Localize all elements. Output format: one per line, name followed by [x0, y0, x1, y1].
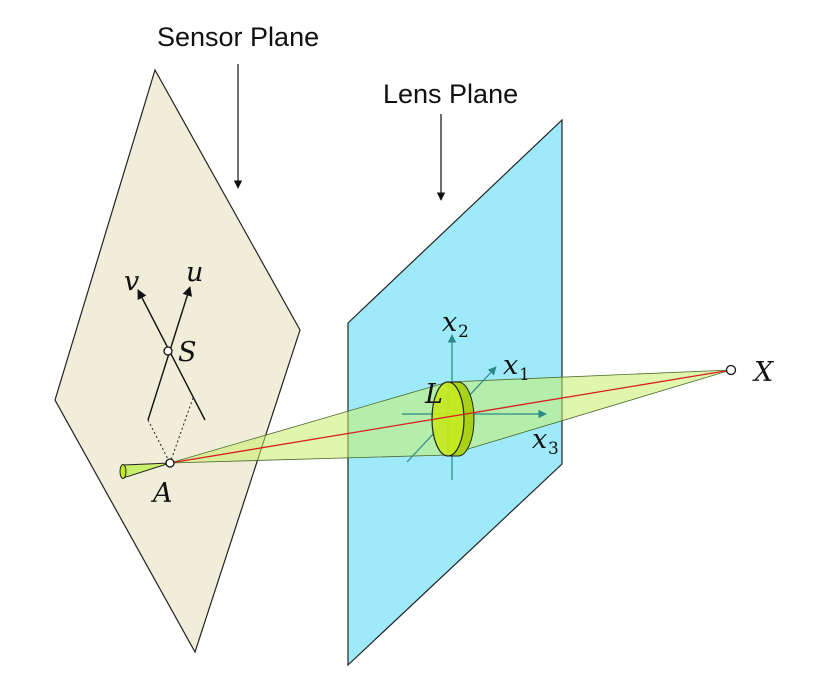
a-label: A [150, 478, 173, 509]
v-axis [137, 289, 206, 421]
svg-text:3: 3 [548, 439, 559, 459]
principal-ray [169, 369, 732, 464]
svg-text:x: x [442, 307, 457, 338]
x-point-label: X [752, 357, 775, 388]
point-x [725, 364, 737, 376]
u-label: u [186, 257, 203, 288]
x2-label: x 2 [442, 307, 469, 342]
v-label: v [124, 266, 139, 297]
x3-label: x 3 [532, 424, 559, 459]
svg-text:1: 1 [519, 365, 530, 385]
l-label: L [424, 379, 443, 410]
point-a [165, 458, 175, 468]
svg-text:x: x [532, 424, 547, 455]
x1-label: x 1 [503, 350, 530, 385]
svg-text:x: x [503, 350, 518, 381]
light-cone-object-side [447, 369, 732, 456]
pixel-cone-base [119, 464, 127, 479]
sensor-plane-label: Sensor Plane [157, 22, 319, 52]
point-s [163, 346, 173, 356]
projection-line-u [147, 419, 171, 464]
svg-text:2: 2 [458, 322, 469, 342]
sensor-plane [54, 68, 301, 654]
s-label: S [178, 337, 197, 368]
lens-plane-label: Lens Plane [383, 79, 518, 109]
